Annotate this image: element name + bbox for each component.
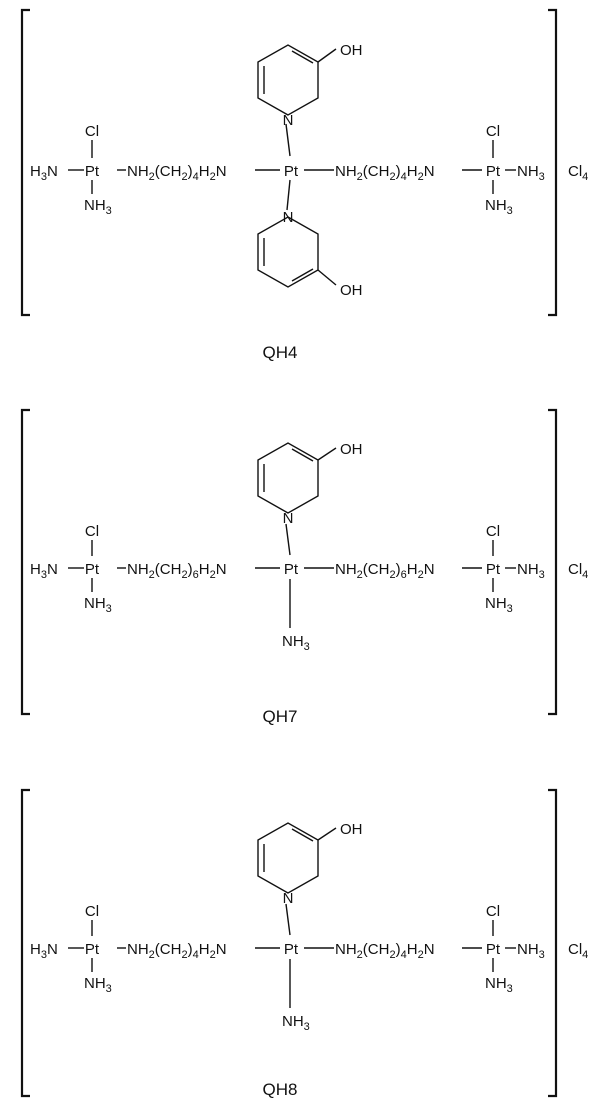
left-pt-h3n: H3N — [30, 941, 58, 961]
counterion: Cl4 — [568, 561, 588, 581]
counterion: Cl4 — [568, 163, 588, 183]
compound-name: QH8 — [263, 1080, 298, 1099]
right-pt-metal: Pt — [486, 941, 501, 958]
right-pt-nh3-right: NH3 — [517, 941, 545, 961]
ring-n-top: N — [283, 112, 294, 129]
left-pt-metal: Pt — [85, 941, 100, 958]
right-pt-cl: Cl — [486, 123, 500, 140]
left-pt-metal: Pt — [85, 163, 100, 180]
left-linker: NH2(CH2)4H2N — [127, 163, 227, 183]
right-pt-metal: Pt — [486, 163, 501, 180]
right-pt-nh3-bottom: NH3 — [485, 595, 513, 615]
left-pt-nh3: NH3 — [84, 197, 112, 217]
left-pt-h3n: H3N — [30, 163, 58, 183]
ring-n: N — [283, 890, 294, 907]
left-bracket — [20, 8, 30, 317]
left-linker: NH2(CH2)4H2N — [127, 941, 227, 961]
right-pt-nh3-bottom: NH3 — [485, 975, 513, 995]
right-pt-metal: Pt — [486, 561, 501, 578]
ring-oh-top: OH — [340, 42, 363, 59]
structure-qh7: N OH Cl H3N Pt NH3 NH2(CH2)6H2N Pt NH2(C… — [20, 408, 588, 726]
right-pt-nh3-right: NH3 — [517, 163, 545, 183]
right-pt-nh3-right: NH3 — [517, 561, 545, 581]
center-pt-nh3: NH3 — [282, 633, 310, 653]
compound-name: QH7 — [263, 707, 298, 726]
right-bracket — [548, 8, 558, 317]
pyridine-ring-top — [257, 44, 337, 116]
pt-n-bond — [285, 903, 291, 936]
left-linker: NH2(CH2)6H2N — [127, 561, 227, 581]
compound-name: QH4 — [263, 343, 298, 362]
center-pt-metal: Pt — [284, 561, 299, 578]
right-pt-cl: Cl — [486, 523, 500, 540]
pt-n-bond — [285, 523, 291, 556]
right-bracket — [548, 408, 558, 716]
pyridine-ring — [257, 822, 337, 894]
right-linker: NH2(CH2)6H2N — [335, 561, 435, 581]
left-pt-cl: Cl — [85, 123, 99, 140]
left-pt-h3n: H3N — [30, 561, 58, 581]
right-bracket — [548, 788, 558, 1098]
right-linker: NH2(CH2)4H2N — [335, 941, 435, 961]
ring-n: N — [283, 510, 294, 527]
left-pt-metal: Pt — [85, 561, 100, 578]
ring-oh-bottom: OH — [340, 282, 363, 299]
right-linker: NH2(CH2)4H2N — [335, 163, 435, 183]
right-pt-cl: Cl — [486, 903, 500, 920]
structure-qh4: N OH N OH Cl H3N Pt NH3 NH2(CH2)4H2N Pt … — [20, 8, 588, 362]
left-pt-cl: Cl — [85, 903, 99, 920]
center-pt-nh3: NH3 — [282, 1013, 310, 1033]
counterion: Cl4 — [568, 941, 588, 961]
ring-n-bottom: N — [283, 209, 294, 226]
left-bracket — [20, 408, 30, 716]
ring-oh: OH — [340, 441, 363, 458]
left-bracket — [20, 788, 30, 1098]
pyridine-ring-bottom — [257, 216, 337, 288]
center-pt-metal: Pt — [284, 941, 299, 958]
right-pt-nh3-bottom: NH3 — [485, 197, 513, 217]
pt-n-bond-bottom — [286, 179, 291, 211]
pyridine-ring — [257, 442, 337, 514]
center-pt-metal: Pt — [284, 163, 299, 180]
left-pt-nh3: NH3 — [84, 975, 112, 995]
left-pt-nh3: NH3 — [84, 595, 112, 615]
structure-qh8: N OH Cl H3N Pt NH3 NH2(CH2)4H2N Pt NH2(C… — [20, 788, 588, 1099]
ring-oh: OH — [340, 821, 363, 838]
left-pt-cl: Cl — [85, 523, 99, 540]
pt-n-bond-top — [285, 123, 291, 157]
